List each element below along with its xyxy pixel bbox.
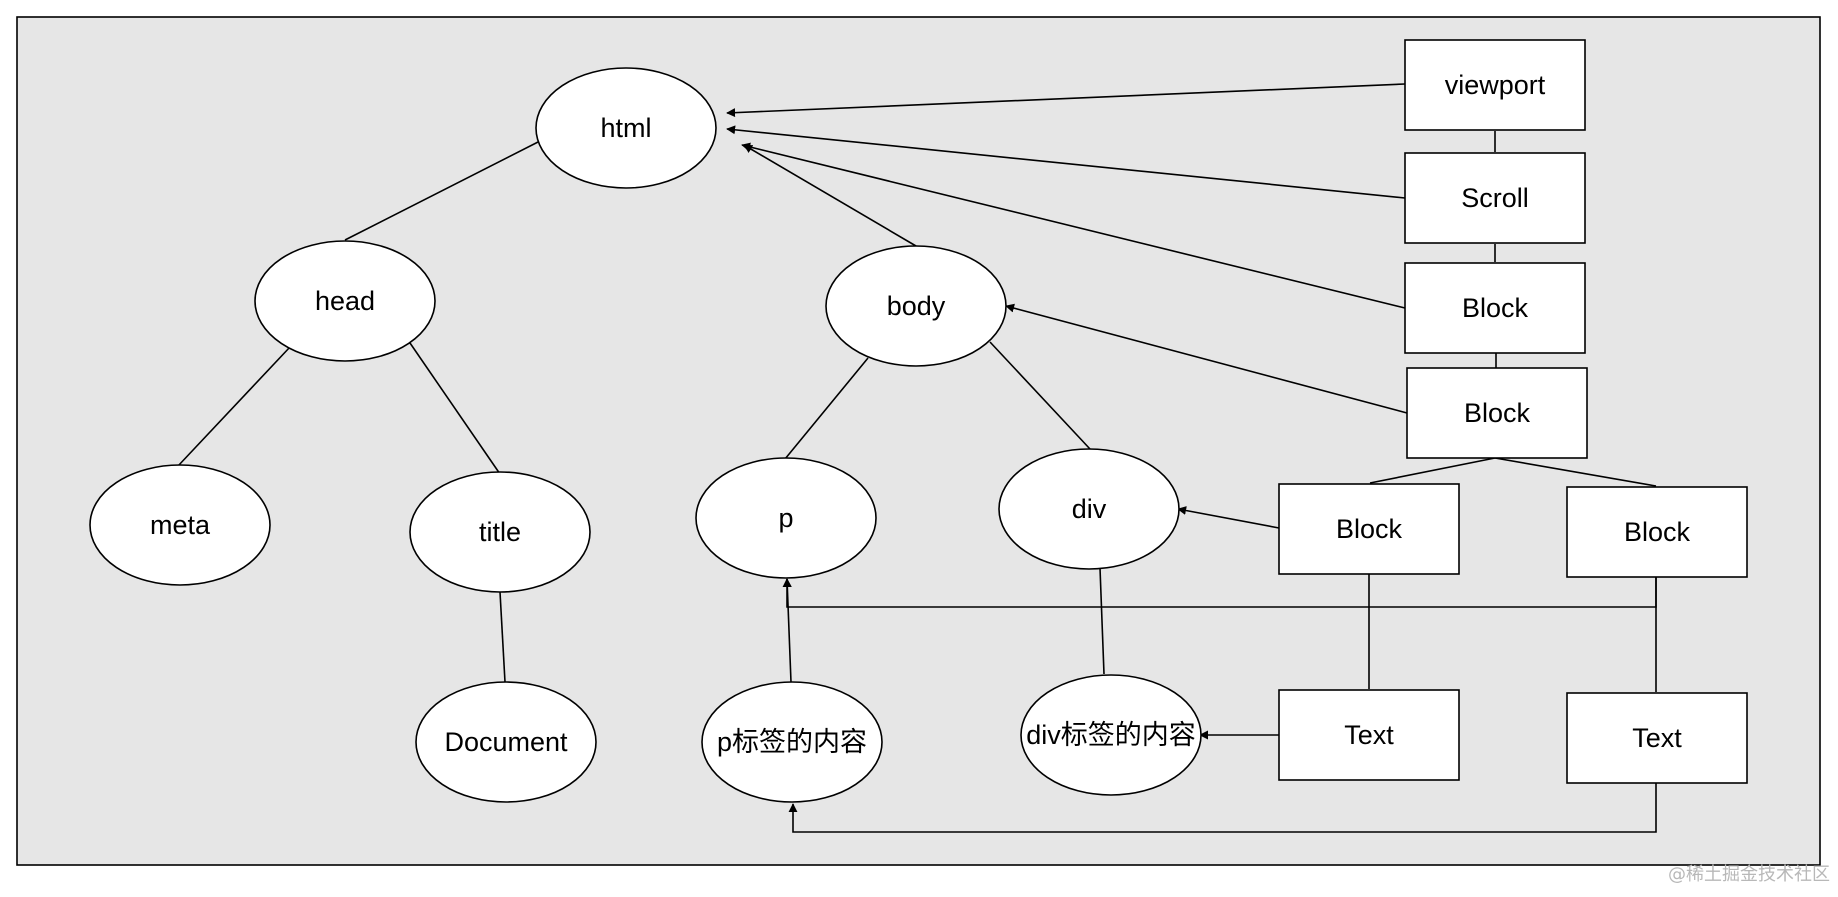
- node-meta: meta: [89, 464, 271, 586]
- layout-block-4-label: Block: [1624, 517, 1691, 547]
- node-p-content-label: p标签的内容: [717, 727, 867, 757]
- arrow-text2-pcontent: [788, 782, 1657, 833]
- layout-block-4: Block: [1566, 486, 1748, 578]
- node-html-label: html: [600, 113, 651, 143]
- arrow-body-html: [743, 144, 917, 247]
- layout-text-2: Text: [1566, 692, 1748, 784]
- arrow-block2-body: [1005, 303, 1408, 414]
- node-div: div: [998, 448, 1180, 570]
- edge-head-title: [409, 342, 501, 475]
- layout-text-1: Text: [1278, 689, 1460, 781]
- node-document: Document: [415, 681, 597, 803]
- node-html: html: [535, 67, 717, 189]
- arrow-block3-div: [1177, 506, 1280, 529]
- node-document-label: Document: [444, 727, 568, 757]
- edge-head-meta: [177, 346, 291, 467]
- node-div-label: div: [1072, 494, 1107, 524]
- arrow-scroll-html: [726, 125, 1406, 199]
- layout-block-3: Block: [1278, 483, 1460, 575]
- watermark-text: @稀土掘金技术社区: [1668, 864, 1830, 885]
- node-p-content: p标签的内容: [701, 681, 883, 803]
- layout-viewport-label: viewport: [1445, 70, 1546, 100]
- layout-scroll-label: Scroll: [1461, 183, 1529, 213]
- edge-title-document: [499, 591, 506, 683]
- node-title-label: title: [479, 517, 521, 547]
- layout-scroll: Scroll: [1404, 152, 1586, 244]
- layout-block-1-label: Block: [1462, 293, 1529, 323]
- edge-block2-block3: [1369, 457, 1496, 484]
- arrow-block1-html: [741, 142, 1406, 309]
- node-body-label: body: [887, 291, 946, 321]
- edge-html-head: [344, 140, 541, 241]
- layout-block-2: Block: [1406, 367, 1588, 459]
- layout-block-2-label: Block: [1464, 398, 1531, 428]
- node-meta-label: meta: [150, 510, 211, 540]
- node-head-label: head: [315, 286, 375, 316]
- edge-body-p: [784, 357, 869, 460]
- arrow-viewport-html: [726, 83, 1406, 118]
- node-body: body: [825, 245, 1007, 367]
- layout-text-2-label: Text: [1632, 723, 1682, 753]
- edge-block2-block4: [1494, 457, 1657, 487]
- layout-block-3-label: Block: [1336, 514, 1403, 544]
- layout-block-1: Block: [1404, 262, 1586, 354]
- layout-text-1-label: Text: [1344, 720, 1394, 750]
- arrow-pcontent-p: [782, 578, 792, 683]
- edge-div-divcontent: [1099, 567, 1105, 675]
- node-p-label: p: [778, 503, 793, 533]
- node-title: title: [409, 471, 591, 593]
- node-div-content: div标签的内容: [1020, 674, 1202, 796]
- node-div-content-label: div标签的内容: [1026, 720, 1196, 750]
- node-head: head: [254, 240, 436, 362]
- layout-viewport: viewport: [1404, 39, 1586, 131]
- edge-body-div: [989, 341, 1091, 450]
- node-p: p: [695, 457, 877, 579]
